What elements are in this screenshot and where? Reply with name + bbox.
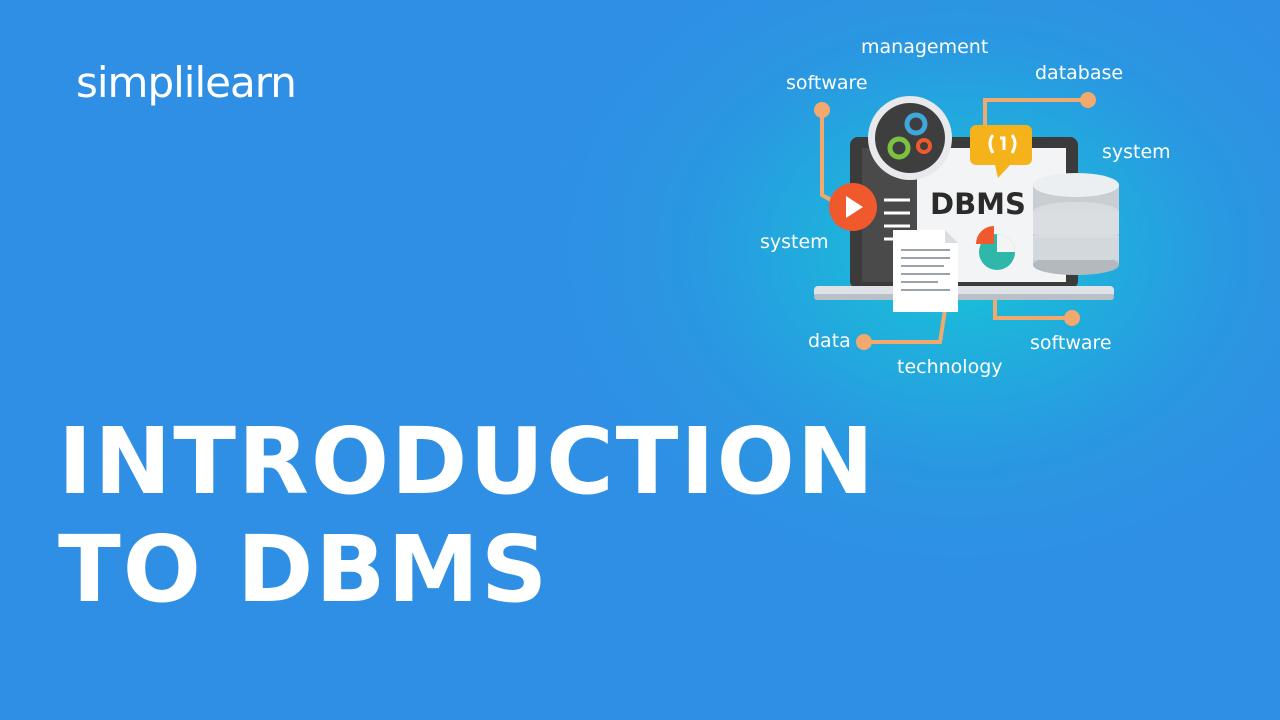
document-icon: [893, 230, 958, 312]
title-line-1: INTRODUCTION: [58, 408, 876, 515]
database-cylinder-icon: [1033, 173, 1119, 275]
connector-dots: [814, 92, 1096, 350]
gears-icon: [868, 96, 952, 180]
label-technology: technology: [897, 356, 1003, 378]
label-database: database: [1035, 62, 1124, 84]
label-software-top: software: [786, 72, 868, 94]
dbms-screen-label: DBMS: [930, 187, 1026, 221]
label-software-bottom: software: [1030, 332, 1112, 354]
label-data: data: [808, 330, 851, 352]
chat-bubble-icon: [970, 125, 1032, 178]
logo: simplilearn: [76, 58, 297, 107]
laptop-icon: [814, 92, 1119, 350]
menu-lines-icon: [884, 198, 910, 241]
play-icon: [829, 183, 877, 231]
label-management: management: [861, 36, 989, 58]
label-system-left: system: [760, 231, 829, 253]
pie-chart-icon: [976, 226, 1015, 270]
title-line-2: TO DBMS: [58, 516, 550, 623]
video-title: INTRODUCTION TO DBMS: [58, 408, 876, 624]
label-system-right: system: [1102, 141, 1171, 163]
